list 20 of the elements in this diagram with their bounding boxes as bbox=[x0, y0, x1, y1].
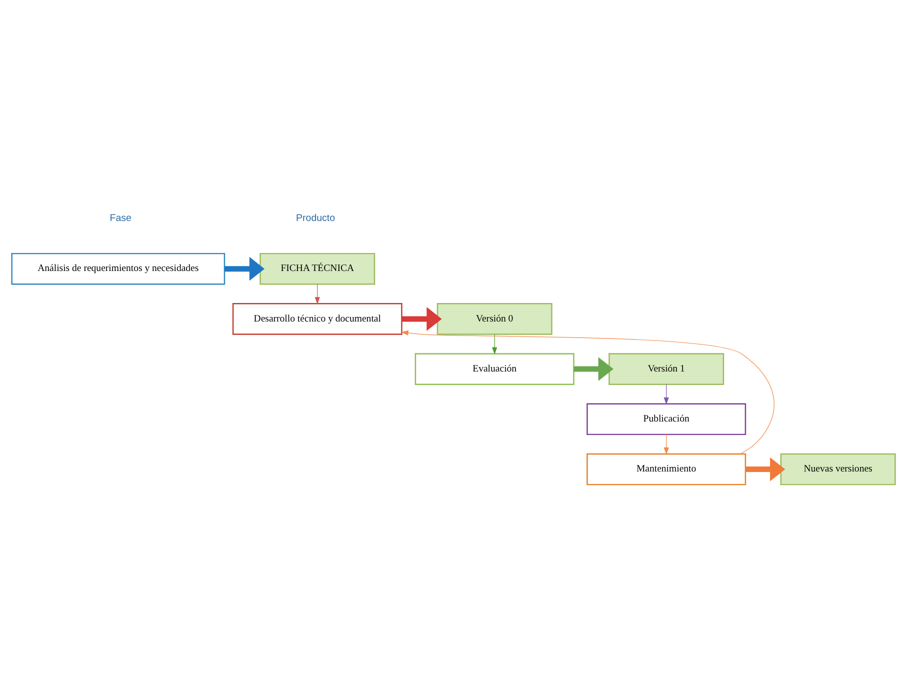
node-box: Mantenimiento bbox=[586, 453, 746, 486]
arrow bbox=[664, 434, 669, 455]
node-box: Desarrollo técnico y documental bbox=[232, 303, 402, 335]
node-box: Publicación bbox=[586, 403, 746, 436]
arrow bbox=[402, 307, 442, 331]
node-box: Versión 0 bbox=[436, 303, 552, 335]
label: Fase bbox=[110, 213, 132, 224]
arrow bbox=[745, 457, 786, 482]
arrow bbox=[314, 284, 320, 304]
node-box: Nuevas versiones bbox=[780, 453, 896, 486]
node-box: FICHA TÉCNICA bbox=[260, 252, 376, 285]
arrow bbox=[401, 330, 774, 454]
arrow bbox=[492, 334, 498, 355]
node-box: Análisis de requerimientos y necesidades bbox=[11, 252, 226, 285]
node-box: Evaluación bbox=[414, 353, 574, 385]
node-box: Versión 1 bbox=[608, 353, 724, 385]
arrow bbox=[574, 357, 614, 381]
arrow bbox=[224, 256, 265, 281]
arrow bbox=[664, 384, 669, 405]
label: Producto bbox=[296, 213, 336, 224]
